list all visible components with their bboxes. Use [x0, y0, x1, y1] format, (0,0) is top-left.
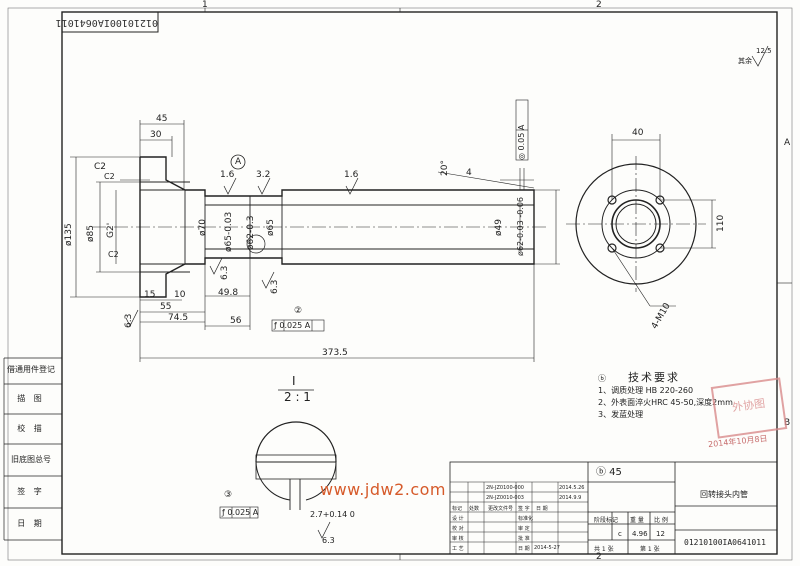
zone-marker-2-top: 2: [596, 0, 602, 10]
dim-49-8: 49.8: [218, 288, 239, 298]
title-drawing-number: 01210100IA0641011: [684, 538, 766, 547]
rev-date-2: 2014.9.9: [559, 495, 582, 501]
col-date: 日 期: [536, 506, 548, 512]
side-row-registry: 借通用件登记: [7, 365, 55, 374]
dim-373-5: 373.5: [322, 348, 348, 358]
sign-process: 工 艺: [452, 546, 464, 552]
dim-74-5: 74.5: [168, 313, 189, 323]
notes-title: 技术要求: [628, 371, 680, 384]
side-row-tracing: 描 图: [17, 394, 45, 403]
dim-45: 45: [156, 114, 168, 124]
rough-6-3-a: 6.3: [220, 265, 230, 280]
datum-a: A: [235, 157, 242, 167]
dim-d70: ø70: [198, 219, 208, 236]
sign-check: 校 对: [452, 526, 464, 532]
rough-6-3-b: 6.3: [270, 279, 280, 294]
side-row-old-number: 旧底图总号: [11, 455, 51, 464]
dim-10: 10: [174, 290, 186, 300]
rev-date-1: 2014.5.26: [559, 485, 585, 491]
dim-110: 110: [716, 214, 726, 232]
zone-marker-b: B: [784, 418, 791, 428]
runout-mid: ƒ 0.025 A: [274, 321, 311, 330]
stage-c: c: [618, 530, 622, 538]
technical-requirements: ⓑ 技术要求 1、调质处理 HB 220-260 2、外表面淬火HRC 45-50…: [598, 372, 733, 421]
col-change-file: 更改文件号: [488, 506, 514, 512]
dim-4: 4: [466, 168, 472, 178]
dim-d65-b: ø65: [266, 219, 276, 236]
detail-circled: ③: [224, 490, 233, 500]
notes-line-1: 1、调质处理 HB 220-260: [598, 386, 694, 395]
rev-row-2: 2N-JZ0010-003: [486, 495, 524, 501]
dim-20-deg: 20°: [440, 160, 450, 176]
drawing-number-top: 01210100IA0641011: [55, 17, 158, 28]
notes-line-2: 2、外表面淬火HRC 45-50,深度2mm: [598, 398, 733, 407]
zone-marker-1: 1: [202, 0, 208, 10]
dim-55: 55: [160, 302, 172, 312]
sign-standard: 标准化: [518, 516, 534, 522]
dim-56: 56: [230, 316, 242, 326]
header-scale: 比 例: [654, 517, 668, 524]
watermark-url: www.jdw2.com: [320, 480, 446, 499]
dim-30: 30: [150, 130, 162, 140]
section-label: I: [292, 374, 296, 388]
sign-authorize: 批 准: [518, 536, 530, 542]
sheet-total: 共 1 张: [594, 546, 614, 553]
roughness-label: 其余: [738, 57, 752, 65]
notes-line-3: 3、发蓝处理: [598, 410, 644, 419]
dim-15: 15: [144, 290, 156, 300]
material-45: ⓑ 45: [596, 467, 622, 478]
side-row-date: 日 期: [17, 519, 45, 528]
roughness-value: 12.5: [756, 47, 772, 55]
rev-row-1: 2N-JZ0100-000: [486, 485, 524, 491]
dim-c2-b: C2: [104, 172, 115, 181]
side-row-sign: 签 字: [17, 487, 45, 496]
dim-g2: G2': [106, 222, 116, 238]
dim-d85: ø85: [86, 225, 96, 242]
dim-c2-a: C2: [94, 162, 107, 172]
sheet-number: 第 1 张: [640, 546, 660, 553]
header-weight: 重 量: [630, 517, 644, 524]
detail-rough: 6.3: [322, 536, 335, 545]
dim-d135: ø135: [64, 223, 74, 246]
sign-date: 日 期: [518, 546, 530, 552]
dim-d49: ø49: [494, 219, 504, 236]
runout-top: ◎ 0.05 A: [517, 124, 526, 160]
sign-approve: 审 定: [518, 526, 530, 532]
side-row-check: 校 描: [17, 424, 45, 433]
rough-3-2: 3.2: [256, 170, 271, 180]
col-mark: 标记: [452, 506, 463, 512]
outsource-stamp: 外协图: [710, 377, 788, 439]
header-stage: 阶段标记: [594, 517, 619, 524]
col-sign: 签 字: [518, 506, 530, 512]
rough-1-6-b: 1.6: [344, 170, 359, 180]
zone-marker-a: A: [784, 138, 791, 148]
notes-circled: ⓑ: [598, 374, 606, 383]
circled-2: ②: [294, 306, 303, 316]
dim-d65-a: ø65-0.03: [224, 211, 234, 252]
sign-review: 审 核: [452, 536, 464, 542]
section-scale: 2 : 1: [284, 390, 311, 404]
dim-d62-b: ø62-0.03 -0.06: [516, 196, 525, 256]
detail-depth: 2.7+0.14 0: [310, 510, 355, 519]
weight-value: 4.96: [632, 530, 648, 538]
detail-runout: ƒ 0.025 A: [222, 508, 259, 517]
part-name: 回转接头内管: [700, 490, 748, 499]
sign-design: 设 计: [452, 516, 464, 522]
dim-c2-c: C2: [108, 250, 119, 259]
title-date: 2014-5-27: [534, 545, 560, 551]
dim-40: 40: [632, 128, 644, 138]
rough-6-3-c: 6.3: [124, 313, 134, 328]
col-count: 处数: [469, 506, 480, 512]
zone-marker-2-bottom: 2: [596, 552, 602, 562]
dim-d62-a: ø62-0.3: [246, 215, 256, 250]
rough-1-6-a: 1.6: [220, 170, 235, 180]
scale-value: 12: [656, 530, 665, 538]
